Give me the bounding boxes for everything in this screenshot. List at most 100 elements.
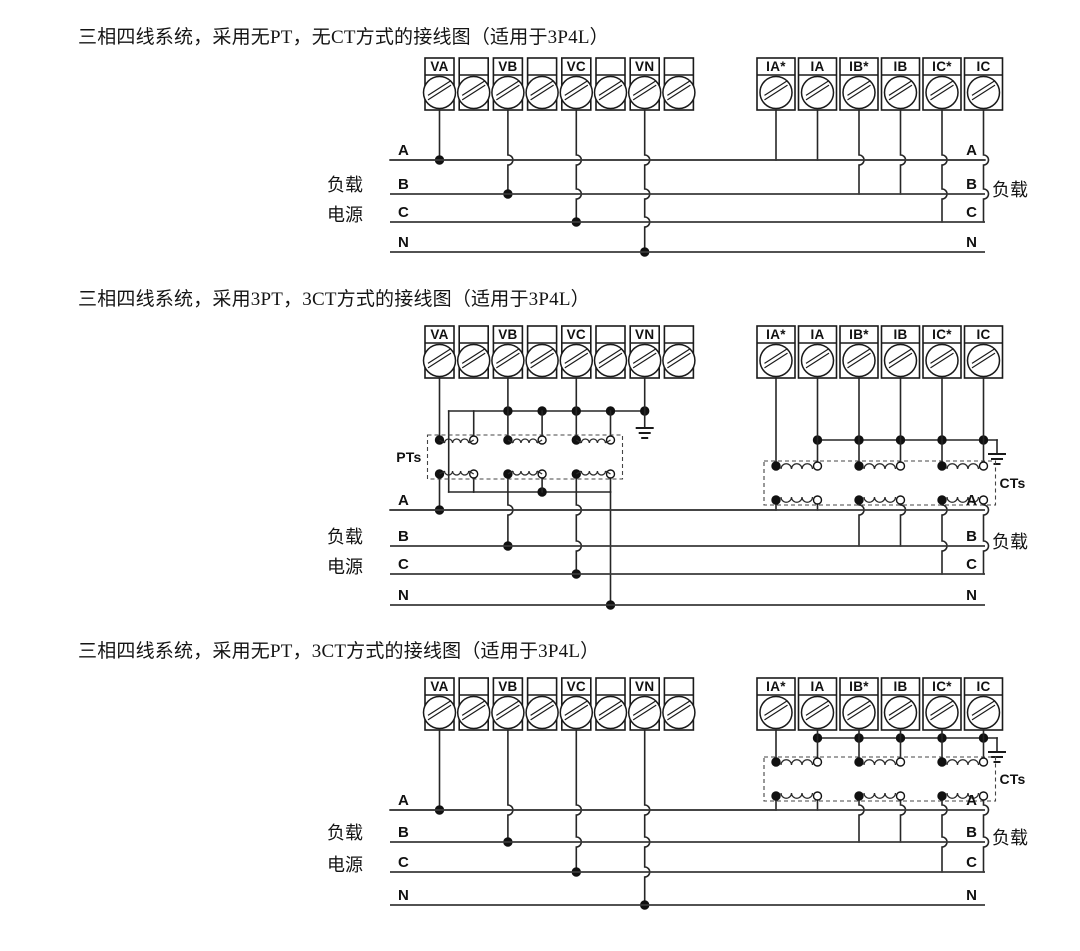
junction-dot <box>937 461 947 471</box>
voltage-terminal-label: VN <box>635 327 654 342</box>
wire-with-hop <box>899 795 907 843</box>
source-label-left: 电源 <box>327 855 363 875</box>
junction-dot <box>937 495 947 505</box>
screw-slot <box>888 84 913 101</box>
coil-winding <box>863 759 897 766</box>
cts-label: CTs <box>1000 771 1026 787</box>
bus-label-right: B <box>966 176 977 193</box>
current-terminal-label: IB* <box>849 679 869 694</box>
ground-symbol <box>988 439 1006 465</box>
screw-slot <box>564 704 589 721</box>
bus-label-left: A <box>398 492 409 509</box>
terminal-dot <box>978 461 989 471</box>
junction-dot <box>771 495 781 505</box>
screw-slot <box>971 348 996 364</box>
bus-label-right: N <box>966 887 977 904</box>
wire-with-hop <box>643 729 651 906</box>
coil-winding <box>780 792 814 799</box>
coil-winding <box>863 792 897 799</box>
coil-winding <box>443 438 470 444</box>
junction-dot <box>854 461 864 471</box>
screw-slot <box>461 704 486 721</box>
coil-winding <box>580 438 607 444</box>
screw-slot <box>888 704 913 721</box>
voltage-terminal-label: VN <box>635 59 654 74</box>
current-terminal-label: IC <box>976 59 990 74</box>
wire-with-hop <box>575 473 583 575</box>
ct-transformer-group: CTs <box>763 460 1025 506</box>
coil-lead <box>575 439 582 444</box>
screw-slot <box>632 80 657 96</box>
bus-label-left: C <box>398 204 409 221</box>
bus-label-right: A <box>966 792 977 809</box>
screw-slot <box>632 348 657 364</box>
cts-dashed-box <box>763 460 997 506</box>
screw-slot <box>971 80 996 96</box>
screw-slot <box>598 704 623 721</box>
source-label-left: 电源 <box>327 557 363 577</box>
screw-slot <box>496 352 520 369</box>
screw-slot <box>764 80 788 96</box>
screw-slot <box>667 704 691 721</box>
screw-slot <box>847 84 871 101</box>
current-terminal-label: IA <box>810 679 824 694</box>
screw-slot <box>847 80 871 96</box>
wire-with-hop <box>982 795 990 873</box>
ct-transformer-group: CTs <box>763 756 1026 802</box>
screw-slot <box>427 700 452 716</box>
screw-slot <box>888 348 913 364</box>
current-terminal-label: IC <box>976 327 990 342</box>
current-terminal-label: IA* <box>766 327 786 342</box>
wire-with-hop <box>982 109 990 223</box>
terminal-dot <box>895 757 906 767</box>
junction-dot <box>937 757 947 767</box>
current-terminal-label: IB* <box>849 59 869 74</box>
coil-winding <box>863 463 897 470</box>
current-terminal-label: IB <box>893 327 907 342</box>
wire-with-hop <box>507 109 514 195</box>
coil-lead <box>575 470 582 475</box>
screw-slot <box>930 84 954 101</box>
wire-with-hop <box>982 499 990 575</box>
screw-slot <box>632 352 657 369</box>
screw-slot <box>530 84 554 101</box>
wire-with-hop <box>507 729 514 843</box>
wire-with-hop <box>941 109 948 223</box>
screw-slot <box>805 704 830 721</box>
coil-winding <box>780 496 814 503</box>
bus-label-left: C <box>398 556 409 573</box>
screw-slot <box>632 700 657 716</box>
screw-slot <box>764 700 788 716</box>
screw-slot <box>764 704 788 721</box>
screw-slot <box>564 348 589 364</box>
screw-slot <box>564 700 589 716</box>
wiring-network <box>389 109 990 257</box>
screw-slot <box>598 700 623 716</box>
coil-winding <box>512 438 538 444</box>
screw-slot <box>764 352 788 369</box>
screw-slot <box>805 352 830 369</box>
screw-slot <box>764 84 788 101</box>
bus-label-left: B <box>398 176 409 193</box>
junction-dot <box>771 791 781 801</box>
bus-label-left: B <box>398 824 409 841</box>
bus-label-right: A <box>966 142 977 159</box>
coil-winding <box>946 792 980 799</box>
screw-slot <box>461 84 486 101</box>
bus-label-left: N <box>398 587 409 604</box>
screw-slot <box>496 704 520 721</box>
junction-dot <box>771 757 781 767</box>
pts-label: PTs <box>396 449 421 465</box>
diagram-2-title: 三相四线系统，采用3PT，3CT方式的接线图（适用于3P4L） <box>78 289 590 310</box>
screw-slot <box>530 348 554 364</box>
screw-slot <box>847 348 871 364</box>
screw-slot <box>632 704 657 721</box>
wire-with-hop <box>858 109 865 195</box>
load-label-left: 负载 <box>327 527 363 547</box>
bus-label-right: C <box>966 854 977 871</box>
